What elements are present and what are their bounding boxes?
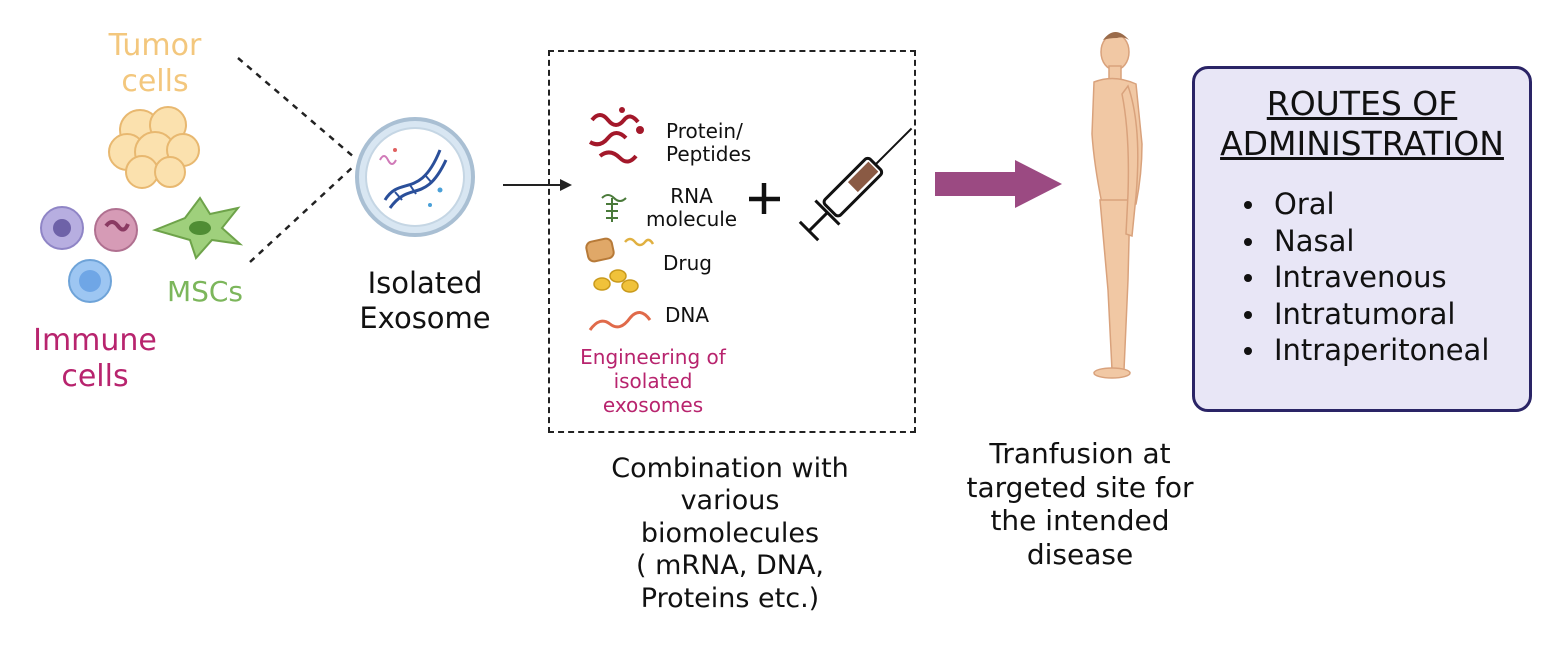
routes-title: ROUTES OF ADMINISTRATION (1192, 84, 1532, 163)
exosome-label: Isolated Exosome (335, 266, 515, 336)
combination-caption: Combination with various biomolecules ( … (580, 453, 880, 615)
drug-label: Drug (663, 251, 712, 275)
tumor-cells-label-line: Tumor (108, 28, 202, 63)
exosome-icon (355, 117, 475, 237)
route-item: Oral (1240, 186, 1489, 223)
combination-caption-line: various (680, 485, 780, 517)
combination-caption-line: Proteins etc.) (640, 582, 820, 614)
exosome-label-line: Isolated (367, 266, 483, 300)
tumor-cells-icon (108, 106, 200, 189)
engineering-label-line: Engineering of (580, 345, 726, 369)
routes-title-line: ADMINISTRATION (1220, 123, 1504, 163)
engineering-label-line: isolated (613, 369, 693, 393)
combination-caption-line: Combination with (611, 453, 849, 484)
protein-label-line: Peptides (666, 142, 752, 166)
rna-label-line: RNA (670, 184, 713, 208)
arrow-to-combination (503, 179, 572, 191)
combination-caption-line: ( mRNA, DNA, (635, 550, 825, 582)
engineering-label-line: exosomes (602, 393, 704, 417)
syringe-icon (798, 127, 913, 242)
transfusion-caption-line: the intended (990, 504, 1170, 538)
immune-cells-label-line: cells (61, 359, 129, 394)
route-item: Nasal (1240, 223, 1489, 260)
msc-icon (151, 196, 244, 260)
protein-label-line: Protein/ (666, 119, 743, 143)
immune-cells-label: Immune cells (20, 323, 170, 395)
immune-cells-icon (40, 206, 138, 303)
transfusion-arrow (935, 160, 1062, 208)
exosome-label-line: Exosome (359, 300, 491, 335)
dna-icon (588, 311, 652, 331)
routes-title-line: ROUTES OF (1266, 84, 1458, 123)
human-figure-icon (1091, 32, 1143, 379)
transfusion-caption-line: Tranfusion at (989, 437, 1171, 470)
converge-line-top (237, 57, 356, 159)
route-item: Intratumoral (1240, 296, 1489, 333)
msc-label: MSCs (166, 275, 244, 308)
dna-label: DNA (665, 303, 710, 327)
rna-label: RNA molecule (646, 185, 737, 231)
rna-icon (601, 194, 627, 222)
combination-box (548, 50, 916, 433)
combination-caption-line: biomolecules (640, 517, 820, 549)
route-item: Intravenous (1240, 259, 1489, 296)
drug-icon (585, 237, 655, 293)
route-item: Intraperitoneal (1240, 332, 1489, 369)
routes-list: Oral Nasal Intravenous Intratumoral Intr… (1240, 186, 1489, 369)
immune-cells-label-line: Immune (33, 323, 157, 358)
transfusion-caption-line: targeted site for (966, 470, 1194, 504)
engineering-label: Engineering of isolated exosomes (560, 345, 746, 417)
rna-label-line: molecule (646, 207, 738, 231)
tumor-cells-label-line: cells (121, 64, 189, 99)
transfusion-caption: Tranfusion at targeted site for the inte… (940, 437, 1220, 571)
converge-line-bottom (249, 164, 356, 263)
transfusion-caption-line: disease (1026, 537, 1134, 571)
plus-sign (749, 183, 780, 214)
tumor-cells-label: Tumor cells (95, 28, 215, 100)
protein-label: Protein/ Peptides (666, 120, 751, 166)
protein-icon (588, 107, 644, 164)
